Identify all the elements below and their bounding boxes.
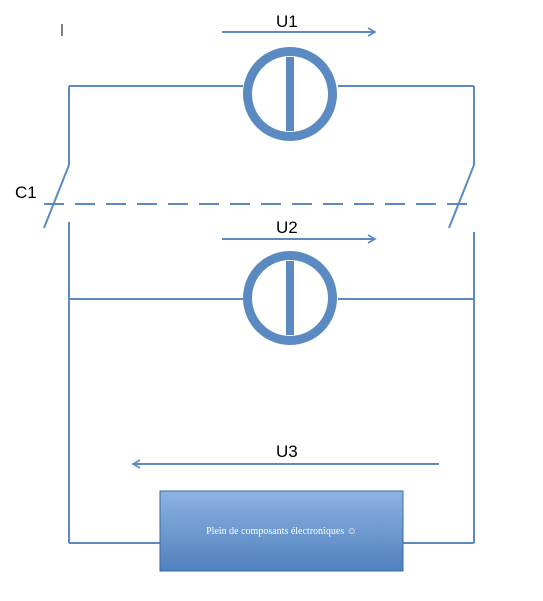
voltage-source-u2 [243,251,337,345]
component-box-label: Plein de composants électroniques ☺ [206,526,357,537]
voltage-source-u1 [243,47,337,141]
label-u3: U3 [276,442,298,461]
component-box: Plein de composants électroniques ☺ [159,490,404,572]
label-u1: U1 [276,12,298,31]
label-u2: U2 [276,218,298,237]
switch-c1-left-blade [43,164,70,229]
label-c1: C1 [15,183,37,202]
switch-c1-right-blade [448,164,475,229]
